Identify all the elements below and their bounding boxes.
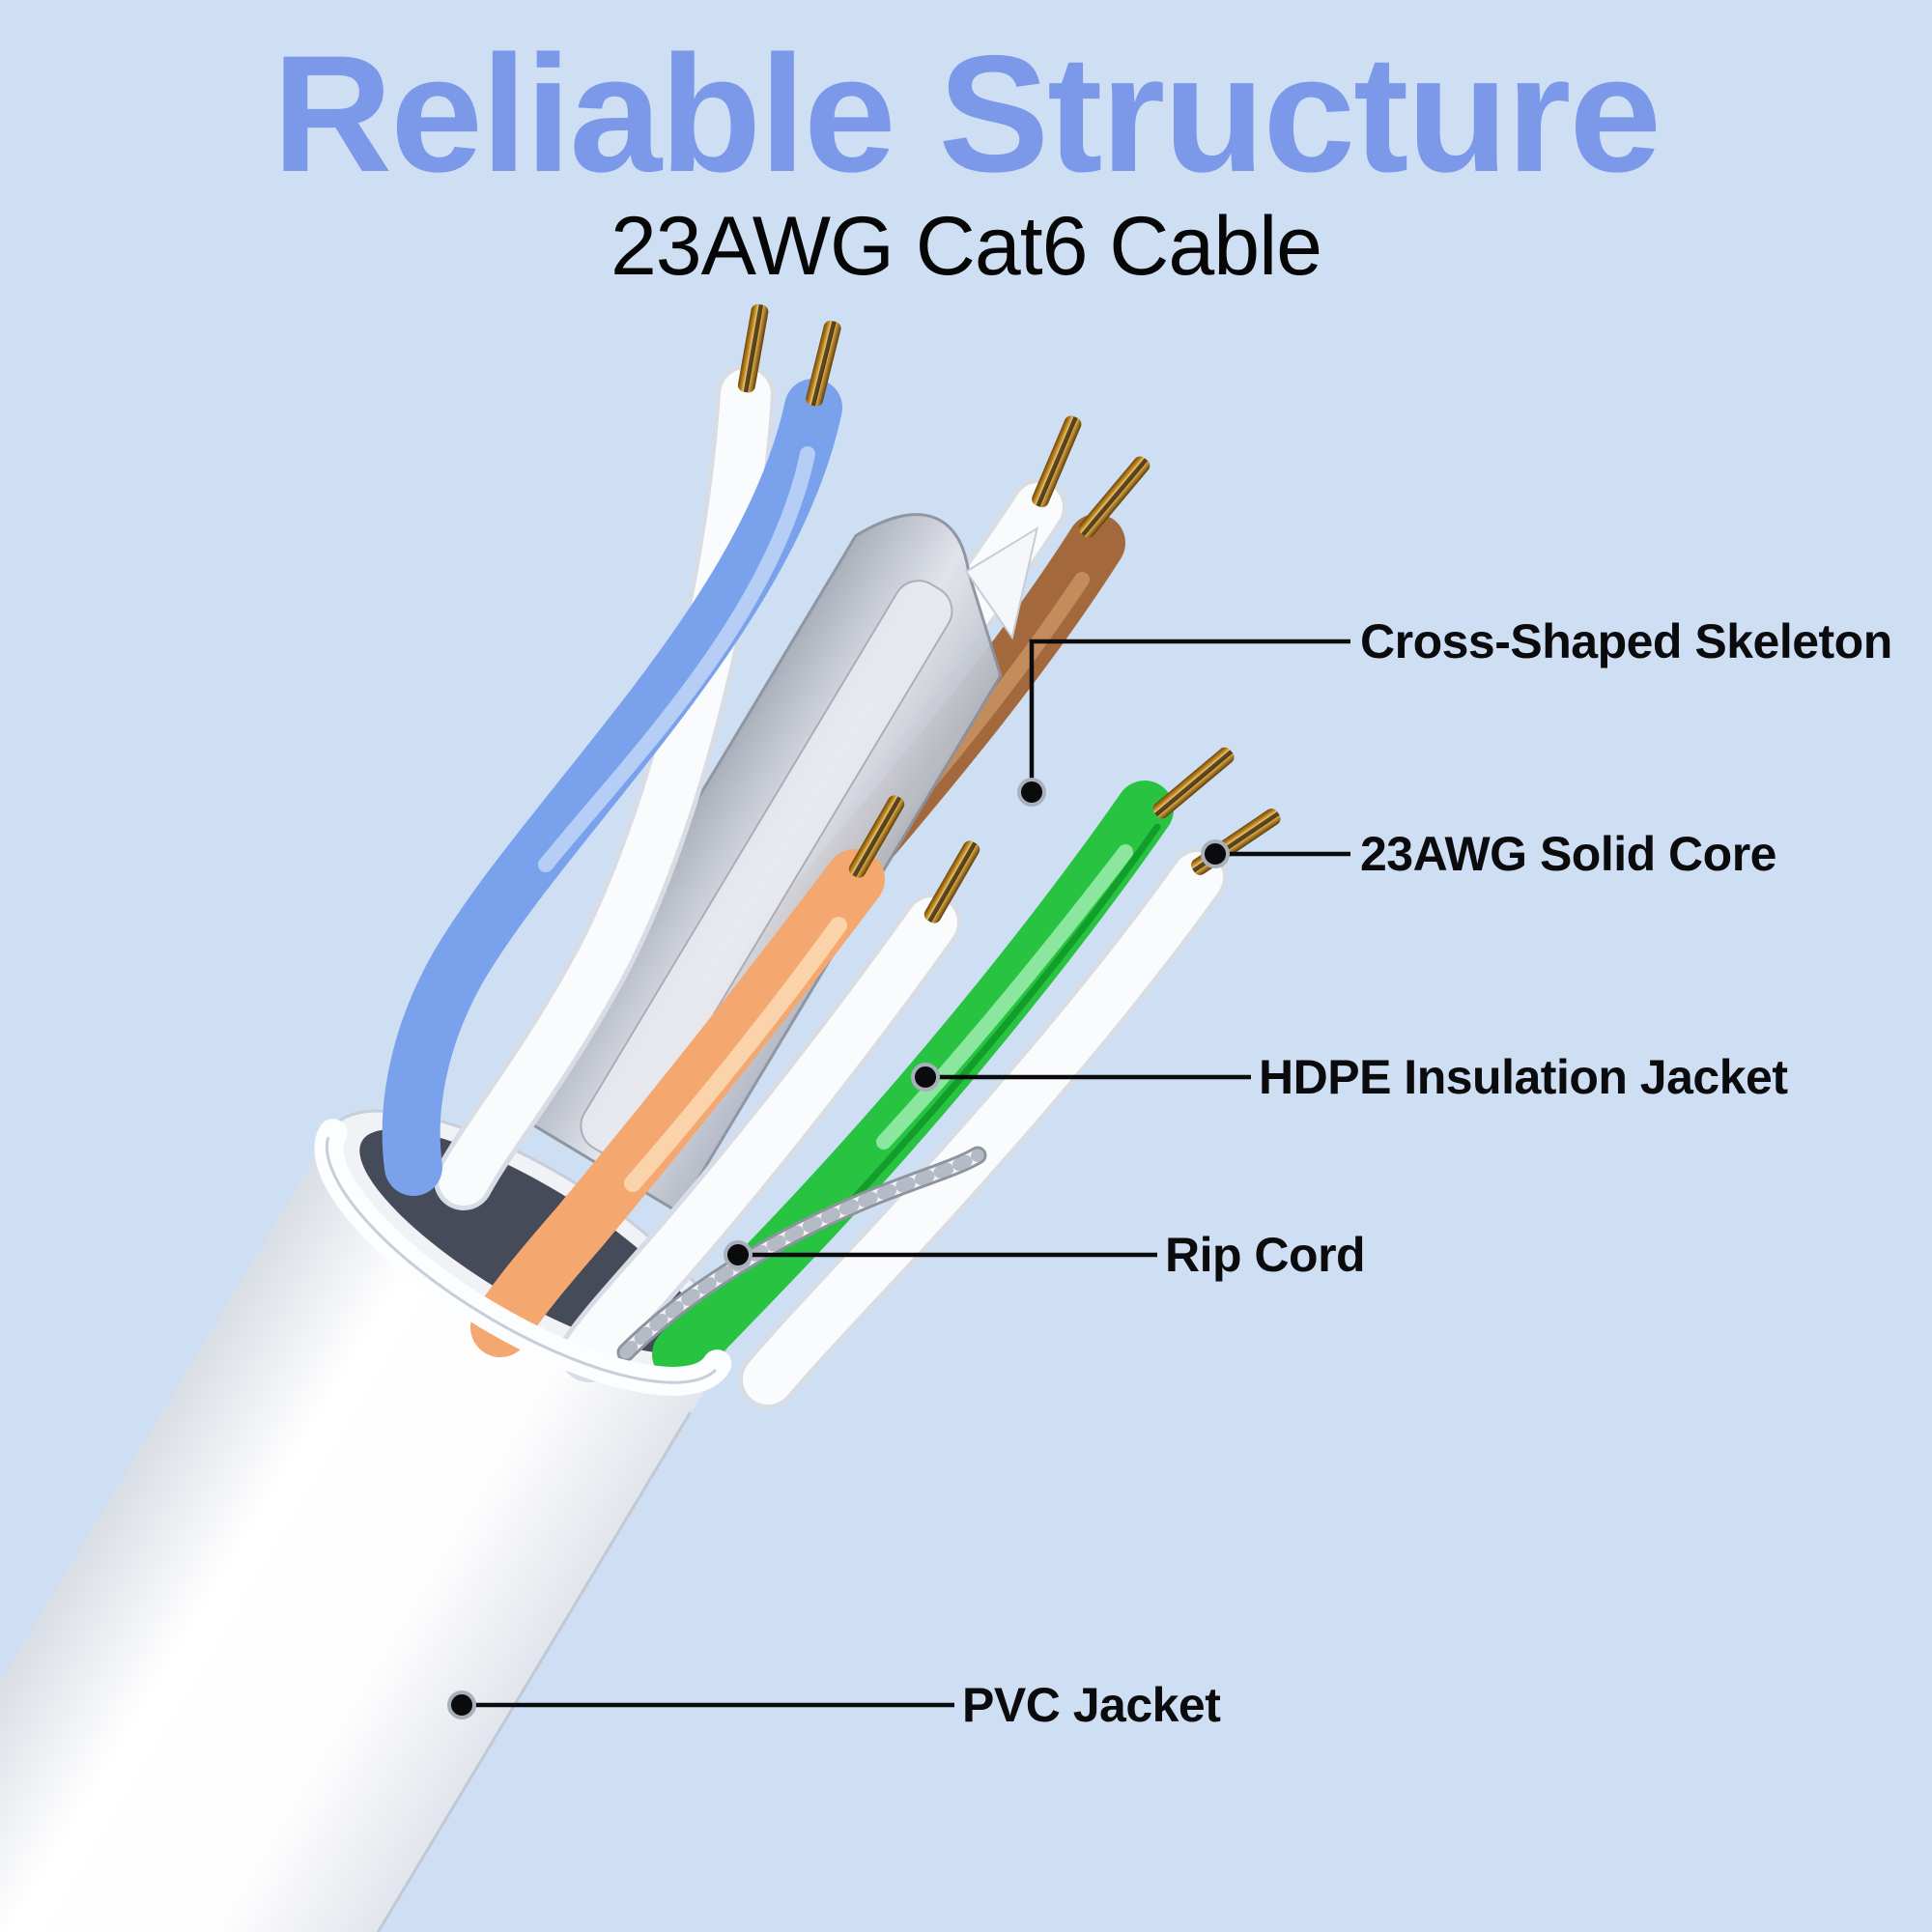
orange-white-pair <box>470 795 980 1382</box>
skeleton-tip <box>964 526 1039 640</box>
callout-dot-hdpe-insulation-jacket <box>911 1063 940 1092</box>
orange-pair-white-wire <box>564 897 957 1378</box>
page-subtitle: 23AWG Cat6 Cable <box>610 200 1322 293</box>
page-title: Reliable Structure <box>272 21 1662 207</box>
callout-line-cross-shaped-skeleton <box>1029 639 1350 779</box>
cross-skeleton <box>508 513 1039 1214</box>
callout-dot-23awg-solid-core <box>1201 839 1230 868</box>
green-white-pair <box>652 747 1281 1409</box>
copper-tip <box>848 795 905 878</box>
label-cross-shaped-skeleton: Cross-Shaped Skeleton <box>1360 614 1892 668</box>
label-hdpe-insulation-jacket: HDPE Insulation Jacket <box>1259 1050 1788 1104</box>
blue-white-pair <box>382 303 842 1210</box>
copper-tip <box>923 840 980 923</box>
callout-dot-cross-shaped-skeleton <box>1017 778 1046 807</box>
label-23awg-solid-core: 23AWG Solid Core <box>1360 827 1776 881</box>
callout-dot-pvc-jacket <box>447 1690 476 1719</box>
green-pair-white-wire <box>743 852 1223 1405</box>
jacket-edge <box>0 1411 692 1932</box>
skeleton-ridge <box>580 580 953 1157</box>
copper-tip <box>1078 456 1151 538</box>
rip-cord-string <box>616 1146 987 1362</box>
callout-dot-rip-cord <box>724 1240 753 1269</box>
orange-pair-orange-wire <box>470 849 885 1357</box>
copper-tip <box>806 320 841 407</box>
blue-pair-blue-wire <box>382 379 842 1196</box>
callout-dots <box>447 778 1230 1719</box>
copper-tip <box>737 303 769 393</box>
label-pvc-jacket: PVC Jacket <box>962 1678 1221 1732</box>
callout-lines <box>462 639 1350 1708</box>
jacket-front-lip <box>314 1119 732 1396</box>
copper-tip <box>1032 415 1082 508</box>
jacket-body <box>0 1133 719 1932</box>
copper-tip <box>1191 809 1281 875</box>
copper-tip <box>1152 747 1235 819</box>
label-rip-cord: Rip Cord <box>1165 1228 1366 1282</box>
